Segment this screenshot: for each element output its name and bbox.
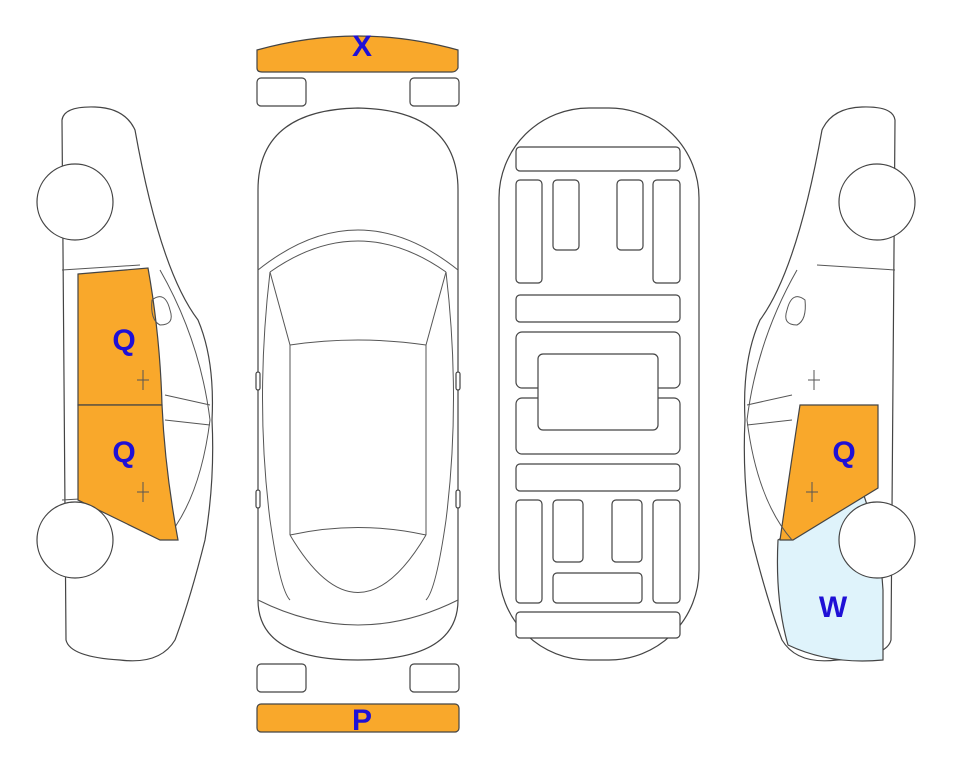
car-top-view — [255, 107, 461, 661]
left-front-door-label: Q — [112, 324, 135, 357]
front-bumper-label: X — [352, 30, 372, 63]
right-rear-door-panel — [779, 404, 879, 541]
front-right-light — [409, 77, 460, 107]
right-rear-quarter-label: W — [819, 591, 848, 624]
front-left-light — [256, 77, 307, 107]
car-right-side-view — [743, 106, 916, 662]
rear-bumper-panel — [256, 703, 460, 733]
rear-bumper-label: P — [352, 704, 372, 737]
car-left-side-view — [36, 106, 214, 662]
right-rear-door-label: Q — [832, 436, 855, 469]
left-rear-door-label: Q — [112, 436, 135, 469]
left-rear-door-panel — [77, 404, 179, 541]
car-underbody-view — [498, 107, 700, 661]
front-bumper-panel — [256, 35, 459, 73]
rear-right-light — [409, 663, 460, 693]
rear-left-light — [256, 663, 307, 693]
